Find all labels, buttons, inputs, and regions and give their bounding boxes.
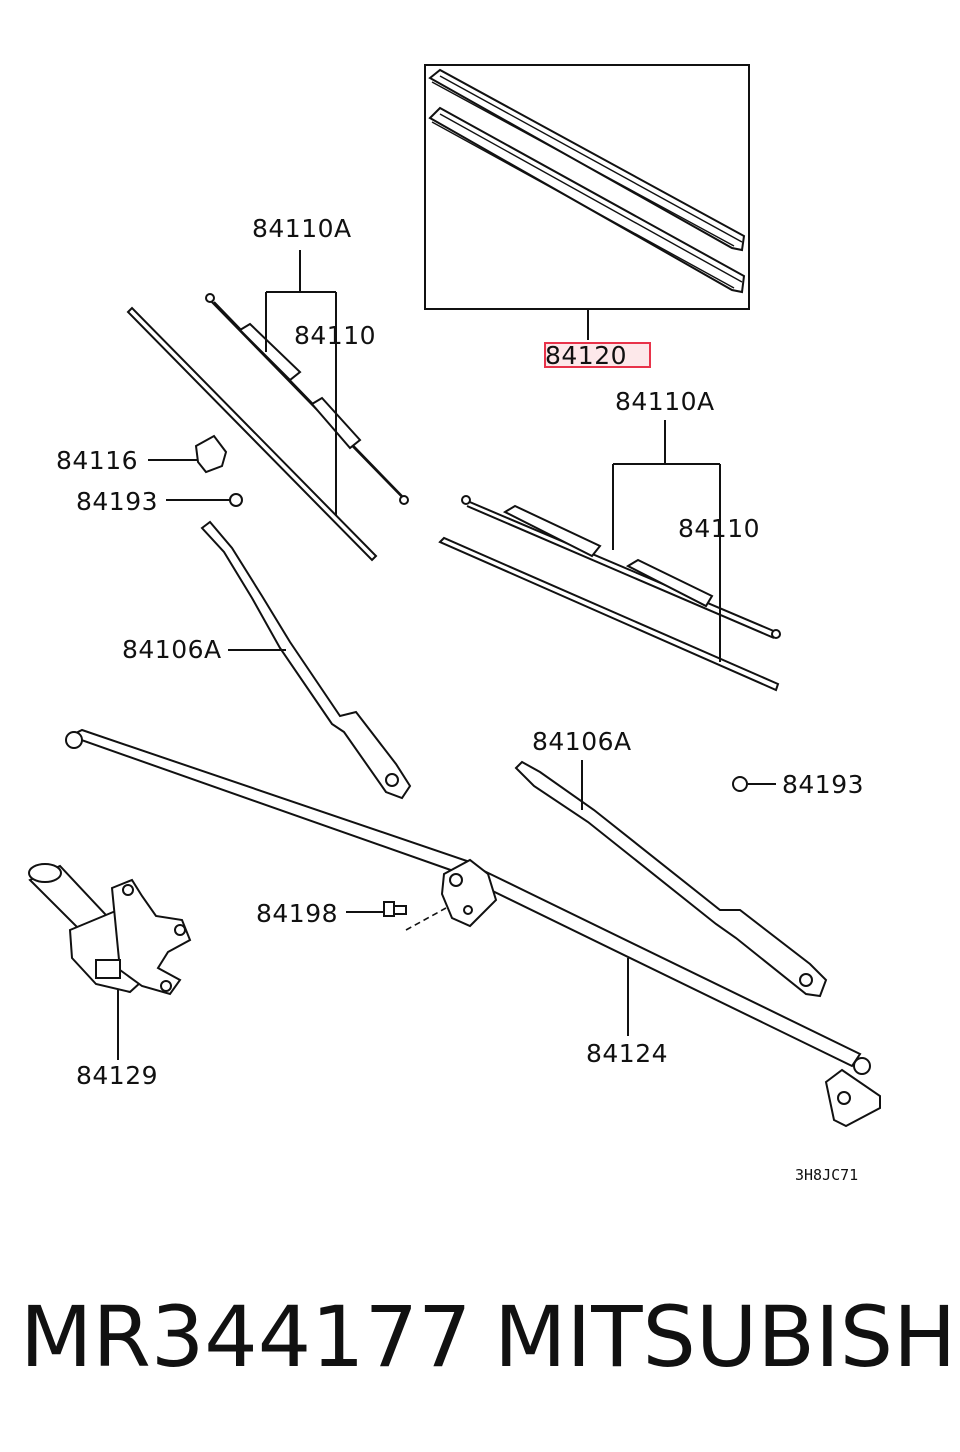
label-right-blade-group: 84110A (615, 387, 715, 416)
label-arm-right: 84106A (532, 727, 632, 756)
label-bolt: 84198 (256, 899, 338, 928)
label-nut-right: 84193 (782, 770, 864, 799)
mounting-bolt (346, 901, 447, 931)
left-wiper-blade (205, 293, 409, 505)
label-arm-left: 84106A (122, 635, 222, 664)
nut-left (166, 493, 243, 507)
label-left-blade-refill: 84110 (294, 321, 376, 350)
left-wiper-refill (126, 306, 378, 562)
right-wiper-blade (461, 495, 781, 639)
right-wiper-refill (438, 536, 780, 692)
nut-right (732, 776, 776, 792)
pivot-cap (148, 434, 228, 474)
brand-name: MITSUBISHI (494, 1288, 960, 1386)
diagram-code: 3H8JC71 (795, 1166, 858, 1184)
highlighted-part-84120[interactable]: 84120 (544, 341, 651, 370)
label-motor: 84129 (76, 1061, 158, 1090)
label-linkage: 84124 (586, 1039, 668, 1068)
right-wiper-arm (514, 760, 828, 998)
part-number: MR344177 (20, 1288, 472, 1386)
wiper-linkage (65, 728, 881, 1128)
wiper-motor (28, 863, 192, 1060)
left-wiper-arm (200, 520, 412, 800)
refill-strips-box (424, 64, 750, 340)
left-blade-leader (265, 250, 337, 516)
right-blade-leader (612, 420, 721, 662)
svg-text:84120: 84120 (545, 341, 627, 370)
label-right-blade-refill: 84110 (678, 514, 760, 543)
label-cap: 84116 (56, 446, 138, 475)
label-left-blade-group: 84110A (252, 214, 352, 243)
label-nut-left: 84193 (76, 487, 158, 516)
